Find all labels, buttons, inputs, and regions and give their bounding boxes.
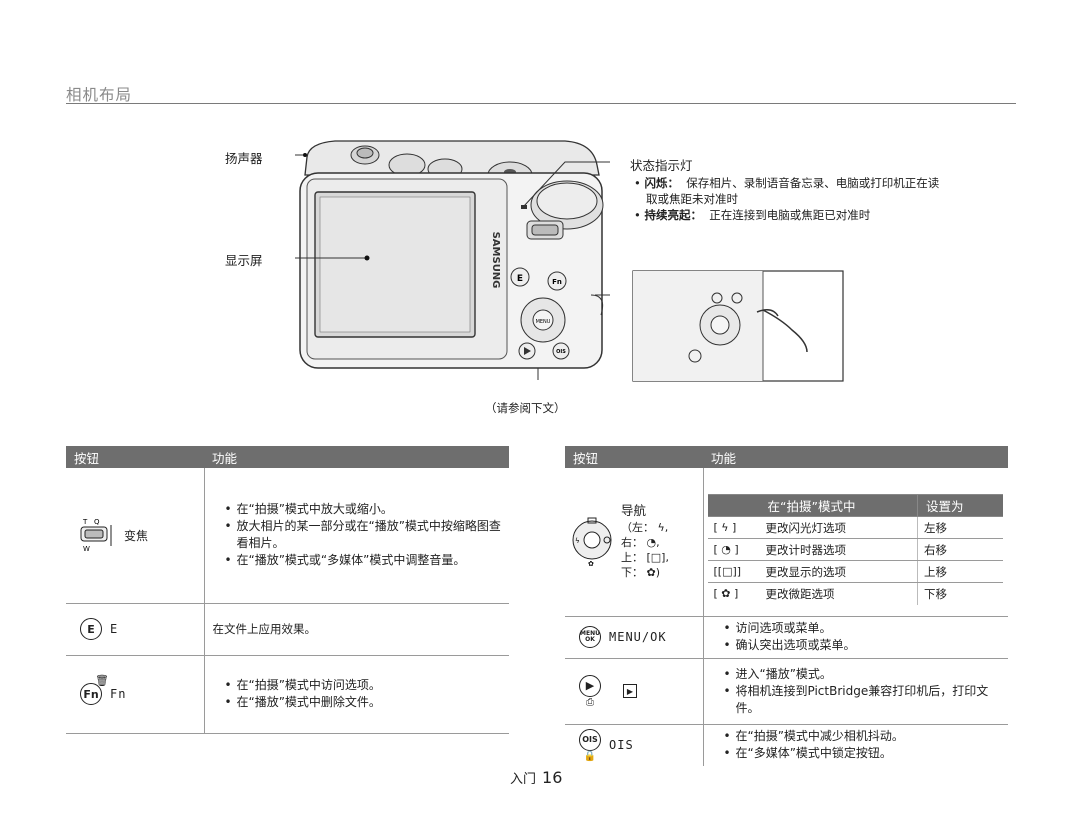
ois-button-icon: OIS [579, 728, 601, 751]
title-divider [66, 103, 1016, 104]
nav-sub-desc: 更改微距选项 [765, 586, 835, 601]
function-line: 在“多媒体”模式中锁定按钮。 [724, 745, 1001, 762]
function-text: 在文件上应用效果。 [212, 622, 317, 636]
nav-sub-dir: 右移 [917, 538, 1003, 561]
function-line: 确认突出选项或菜单。 [724, 637, 1001, 654]
table-row: ϟ ✿ 导航 （左： ϟ, 右： ◔, 上： [□], 下： ✿) 在“拍摄” [565, 468, 1008, 617]
nav-sub-row: [[□]] 更改显示的选项 上移 [707, 560, 1003, 583]
zoom-label: 变焦 [124, 528, 149, 543]
nav-sub-row: [ ϟ ] 更改闪光灯选项 左移 [707, 516, 1003, 539]
table-row: E E 在文件上应用效果。 [66, 603, 509, 656]
menu-ok-label: MENU/OK [609, 630, 667, 644]
print-icon: ⎙ [586, 696, 594, 708]
svg-text:E: E [517, 274, 523, 284]
nav-sub-desc: 更改计时器选项 [759, 538, 918, 561]
svg-text:✿: ✿ [588, 560, 594, 568]
function-line: 在“播放”模式中删除文件。 [225, 694, 502, 711]
ois-label: OIS [609, 738, 634, 753]
table-row: T Q W 变焦 在“拍摄”模式中放大或缩小。 放大相片的某一部分或在“播放”模… [66, 468, 509, 604]
function-line: 在“拍摄”模式中访问选项。 [225, 677, 502, 694]
display-icon: [□], [646, 551, 669, 565]
column-header-function: 功能 [703, 446, 1008, 468]
column-header-button: 按钮 [66, 446, 204, 468]
macro-icon: ✿) [646, 566, 661, 580]
navigation-pad-icon: ϟ ✿ [572, 517, 612, 568]
display-icon: [[□]] [707, 560, 760, 583]
nav-label: 导航 [621, 503, 647, 519]
strap-detail-inset [632, 270, 844, 382]
nav-sub-dir: 上移 [917, 560, 1003, 583]
nav-dir-down: 下： [621, 566, 643, 580]
nav-dir-up: 上： [621, 551, 643, 565]
nav-sub-dir: 下移 [917, 582, 1003, 605]
page-number: 16 [542, 768, 563, 787]
timer-icon: [ ◔ ] [707, 538, 760, 561]
svg-text:SAMSUNG: SAMSUNG [490, 232, 501, 289]
table-row: Fn 🗑 Fn 在“拍摄”模式中访问选项。 在“播放”模式中删除文件。 [66, 655, 509, 734]
zoom-lever-icon: T Q W [80, 518, 112, 553]
svg-text:OIS: OIS [556, 349, 566, 355]
svg-text:MENU: MENU [536, 319, 551, 325]
fn-button-icon: Fn [80, 683, 102, 705]
display-label: 显示屏 [225, 253, 263, 268]
nav-sub-dir: 左移 [917, 516, 1003, 539]
fn-label: Fn [110, 687, 127, 701]
nav-sub-row: [ ✿ ] 更改微距选项 下移 [708, 582, 1003, 605]
function-line: 放大相片的某一部分或在“播放”模式中按缩略图查看相片。 [225, 518, 502, 552]
svg-text:T: T [82, 518, 88, 526]
svg-text:W: W [83, 545, 90, 553]
e-label: E [110, 622, 119, 636]
sub-header-shooting-mode: 在“拍摄”模式中 [759, 494, 918, 517]
status-lamp-notes: • 闪烁： 保存相片、录制语音备忘录、电脑或打印机正在读 取或焦距未对准时 • … [634, 175, 1014, 223]
left-button-table: 按钮 功能 T Q W 变焦 在“拍摄”模式中放大或缩小。 放大相片的某一部分或… [66, 446, 509, 734]
flash-icon: ϟ, [657, 521, 669, 535]
section-name: 入门 [510, 772, 537, 787]
nav-sub-desc: 更改闪光灯选项 [759, 516, 918, 539]
column-header-button: 按钮 [565, 446, 703, 468]
lock-icon: 🔒 [583, 750, 597, 762]
page-footer: 入门 16 [510, 768, 562, 787]
right-button-table: 按钮 功能 ϟ ✿ 导航 （左： ϟ, 右： ◔, 上： [□], 下： [565, 446, 1008, 766]
function-line: 在“拍摄”模式中放大或缩小。 [225, 501, 502, 518]
function-line: 将相机连接到PictBridge兼容打印机后，打印文件。 [724, 683, 1001, 717]
playback-button-icon: ▶ [579, 674, 601, 697]
flash-icon: [ ϟ ] [707, 516, 760, 539]
nav-dir-right: 右： [621, 536, 643, 550]
sub-header-set-to: 设置为 [917, 494, 1003, 517]
see-below-note: （请参阅下文） [485, 401, 566, 415]
function-line: 在“播放”模式或“多媒体”模式中调整音量。 [225, 552, 502, 569]
page-title: 相机布局 [66, 86, 133, 104]
speaker-label: 扬声器 [225, 151, 263, 166]
table-row: ▶ ⎙ ▶ 进入“播放”模式。 将相机连接到PictBridge兼容打印机后，打… [565, 658, 1008, 725]
nav-sub-desc: 更改显示的选项 [759, 560, 918, 583]
function-line: 在“拍摄”模式中减少相机抖动。 [724, 728, 1001, 745]
status-note-continued: 取或焦距未对准时 [646, 192, 738, 206]
status-note: • 持续亮起： 正在连接到电脑或焦距已对准时 [634, 208, 871, 222]
nav-sub-table: 在“拍摄”模式中 设置为 [ ϟ ] 更改闪光灯选项 左移 [ ◔ ] 更改计时… [707, 494, 1003, 605]
svg-text:Fn: Fn [552, 278, 562, 286]
function-line: 进入“播放”模式。 [724, 666, 1001, 683]
timer-icon: ◔, [646, 536, 660, 550]
table-row: OIS 🔒 OIS 在“拍摄”模式中减少相机抖动。 在“多媒体”模式中锁定按钮。 [565, 724, 1008, 766]
status-note: • 闪烁： 保存相片、录制语音备忘录、电脑或打印机正在读 [634, 176, 940, 190]
status-lamp-label: 状态指示灯 [630, 158, 693, 173]
camera-back-illustration: SAMSUNG E Fn MENU OIS [295, 140, 610, 380]
svg-text:ϟ: ϟ [575, 537, 580, 545]
macro-icon: [ ✿ ] [713, 587, 739, 601]
playback-icon: ▶ [623, 684, 637, 698]
svg-text:Q: Q [94, 518, 100, 526]
e-button-icon: E [80, 618, 102, 640]
column-header-function: 功能 [204, 446, 509, 468]
nav-dir-left: （左： [621, 521, 654, 535]
trash-icon: 🗑 [95, 674, 109, 687]
function-line: 访问选项或菜单。 [724, 620, 1001, 637]
nav-sub-row: [ ◔ ] 更改计时器选项 右移 [707, 538, 1003, 561]
